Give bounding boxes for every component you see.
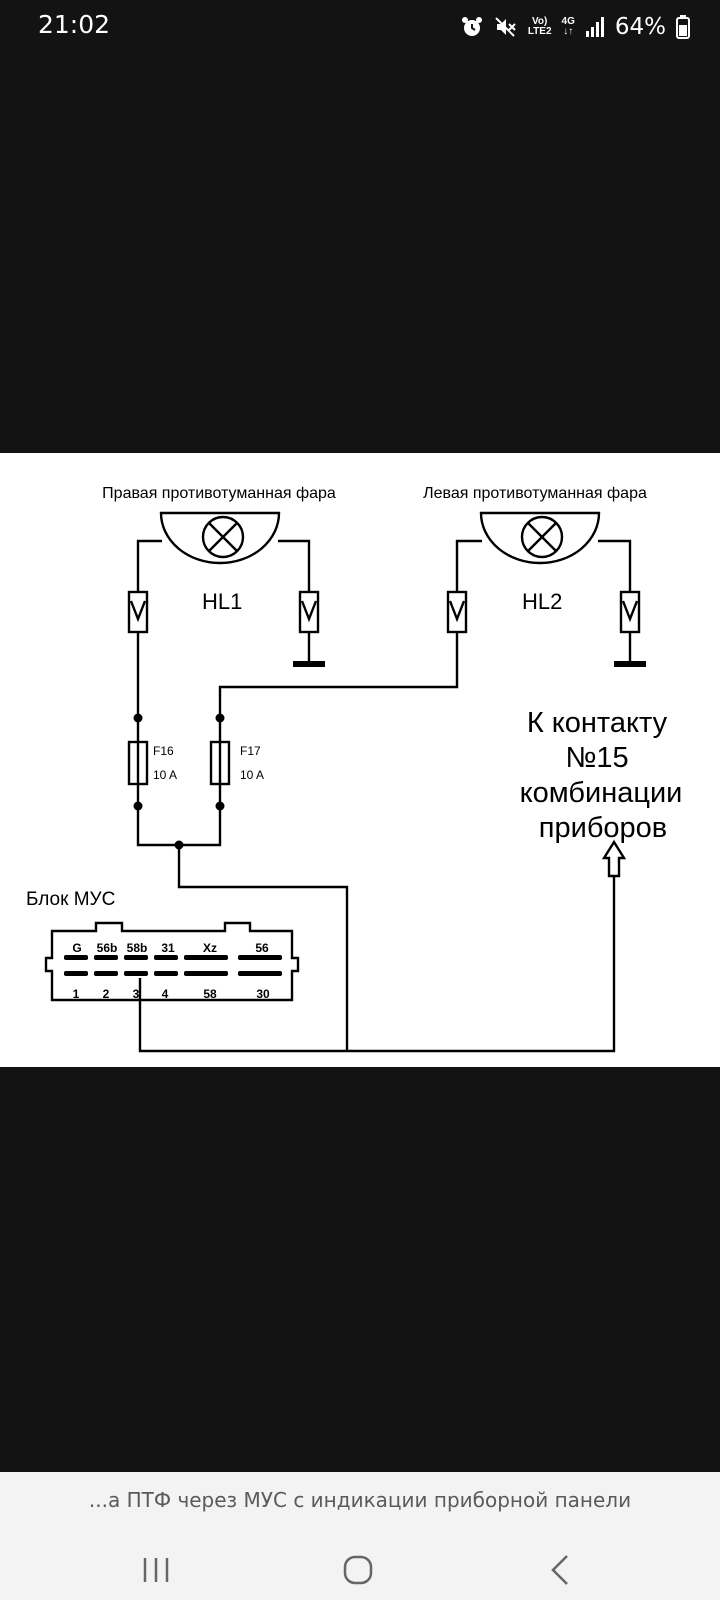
recent-apps-icon	[143, 1558, 169, 1582]
pin-label: 58	[203, 987, 217, 1001]
pin-label: G	[72, 941, 81, 955]
pin-label: 31	[161, 941, 175, 955]
4g-icon: 4G ↓↑	[561, 16, 575, 37]
arrow-up-icon	[601, 839, 627, 878]
junction-dot	[133, 713, 143, 723]
junction-dot	[133, 801, 143, 811]
wire-fuse-join	[136, 784, 222, 847]
battery-percent: 64%	[614, 14, 666, 40]
pin-label: 30	[256, 987, 270, 1001]
junction-dot	[215, 801, 225, 811]
wire-to-block	[177, 845, 349, 1051]
lamp-hl2-bulb	[520, 515, 564, 559]
pin-label: 56b	[97, 941, 118, 955]
lamp-hl1-cross	[208, 522, 238, 552]
status-time: 21:02	[38, 10, 111, 39]
mus-block-outline	[44, 921, 300, 1002]
lamp-right-label: Правая противотуманная фара	[102, 485, 336, 502]
f16-label: F16	[153, 744, 174, 758]
recent-apps-button[interactable]	[126, 1548, 186, 1592]
hl2-label: HL2	[522, 589, 562, 614]
connector-hl2-left	[446, 590, 468, 634]
pin-label: 3	[133, 987, 140, 1001]
note-line-4: приборов	[539, 812, 667, 844]
mute-icon	[495, 17, 516, 37]
ground-hl2	[614, 661, 646, 667]
pin-label: 2	[103, 987, 110, 1001]
pin-label: Xz	[203, 941, 217, 955]
lamp-hl1-bulb	[201, 515, 245, 559]
wire-hl1-left	[136, 539, 162, 592]
image-caption[interactable]: ...а ПТФ через МУС с индикации приборной…	[88, 1488, 632, 1512]
lamp-hl2-housing	[479, 511, 601, 565]
status-bar: 21:02 Vo) LTE2 4G ↓↑ 64%	[0, 0, 720, 56]
wire-hl2-left	[455, 539, 482, 592]
junction-dot	[215, 713, 225, 723]
ground-hl1	[293, 661, 325, 667]
caption-bar: ...а ПТФ через МУС с индикации приборной…	[0, 1472, 720, 1600]
alarm-icon	[461, 17, 482, 36]
note-line-3: комбинации	[520, 777, 683, 809]
home-button[interactable]	[328, 1548, 388, 1592]
mus-block-label: Блок МУС	[26, 889, 115, 910]
status-icons: Vo) LTE2 4G ↓↑ 64%	[460, 12, 690, 42]
home-icon	[343, 1555, 373, 1585]
diagram-image[interactable]: Правая противотуманная фара Левая против…	[0, 453, 720, 1067]
note-line-1: К контакту	[527, 707, 668, 739]
wiring-diagram: Правая противотуманная фара Левая против…	[26, 485, 683, 1053]
back-button[interactable]	[530, 1548, 590, 1592]
wire-to-indicator	[138, 876, 616, 1053]
connector-hl2-right	[619, 590, 641, 634]
battery-icon	[676, 15, 690, 39]
f17-label: F17	[240, 744, 261, 758]
pin-label: 1	[73, 987, 80, 1001]
note-line-2: №15	[565, 742, 628, 774]
hl1-label: HL1	[202, 589, 242, 614]
f17-rating: 10 A	[240, 768, 264, 782]
wire-hl2-right	[598, 539, 632, 592]
lamp-hl1-housing	[159, 511, 281, 565]
pin-label: 58b	[127, 941, 148, 955]
pin-label: 56	[255, 941, 269, 955]
connector-hl1-right	[298, 590, 320, 634]
pin-label: 4	[162, 987, 169, 1001]
lamp-hl2-cross	[527, 522, 557, 552]
junction-dot	[174, 840, 184, 850]
wire-to-f17	[218, 632, 459, 742]
volte-icon: Vo) LTE2	[527, 16, 552, 37]
signal-icon	[585, 17, 604, 37]
lamp-left-label: Левая противотуманная фара	[423, 485, 647, 502]
wire-hl1-right	[278, 539, 311, 592]
f16-rating: 10 A	[153, 768, 177, 782]
connector-hl1-left	[127, 590, 149, 634]
back-icon	[551, 1555, 568, 1585]
